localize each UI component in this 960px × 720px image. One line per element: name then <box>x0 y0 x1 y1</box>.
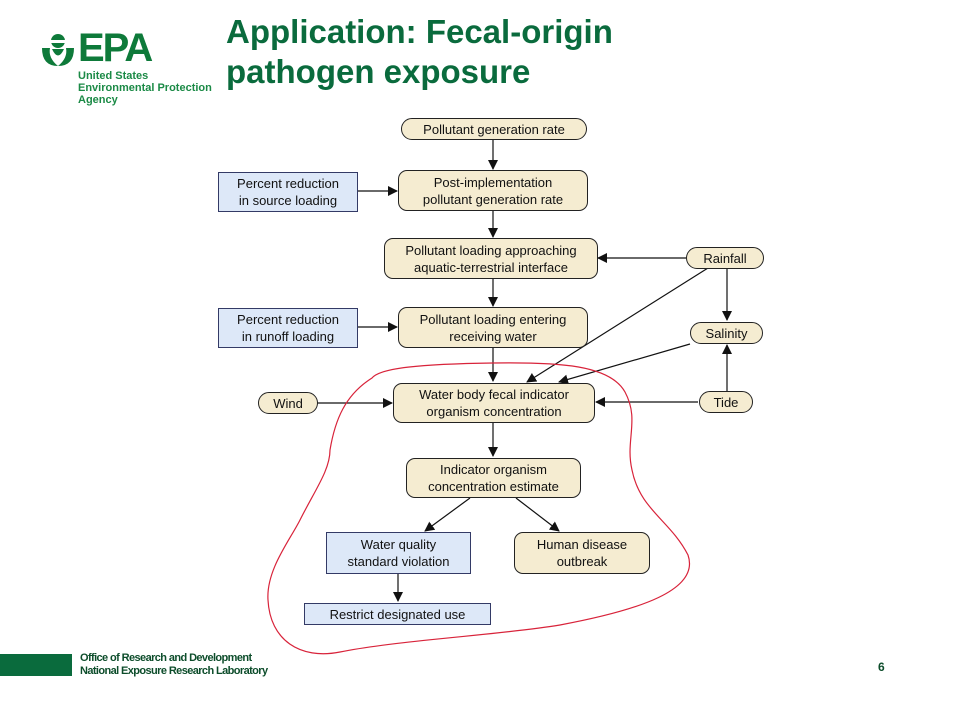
epa-flower-icon <box>42 34 74 66</box>
node-percent-reduction-source: Percent reduction in source loading <box>218 172 358 212</box>
title-line-2: pathogen exposure <box>226 53 531 90</box>
node-water-body-concentration: Water body fecal indicator organism conc… <box>393 383 595 423</box>
edge-estimate-to-wq <box>424 497 471 532</box>
edge-salinity-to-waterbody <box>558 343 691 385</box>
footer-bar <box>0 654 72 676</box>
edge-rainfall-to-waterbody <box>526 267 709 383</box>
node-percent-reduction-runoff: Percent reduction in runoff loading <box>218 308 358 348</box>
epa-logo: EPA United States Environmental Protecti… <box>40 26 220 107</box>
page-number: 6 <box>878 660 885 674</box>
node-salinity: Salinity <box>690 322 763 344</box>
node-pollutant-generation-rate: Pollutant generation rate <box>401 118 587 140</box>
logo-agency-name: United States Environmental Protection A… <box>78 70 212 106</box>
logo-line-3: Agency <box>78 94 118 106</box>
node-tide: Tide <box>699 391 753 413</box>
node-post-implementation: Post-implementation pollutant generation… <box>398 170 588 211</box>
node-pollutant-loading-approaching: Pollutant loading approaching aquatic-te… <box>384 238 598 279</box>
footer-line-2: National Exposure Research Laboratory <box>80 665 268 677</box>
node-human-disease-outbreak: Human disease outbreak <box>514 532 650 574</box>
node-rainfall: Rainfall <box>686 247 764 269</box>
slide-title: Application: Fecal-origin pathogen expos… <box>226 12 613 92</box>
highlight-outline <box>267 362 691 655</box>
edge-estimate-to-outbreak <box>515 497 560 532</box>
logo-line-2: Environmental Protection <box>78 82 212 94</box>
footer-text: Office of Research and Development Natio… <box>80 652 268 678</box>
node-restrict-designated-use: Restrict designated use <box>304 603 491 625</box>
node-indicator-estimate: Indicator organism concentration estimat… <box>406 458 581 498</box>
node-water-quality-violation: Water quality standard violation <box>326 532 471 574</box>
node-pollutant-loading-entering: Pollutant loading entering receiving wat… <box>398 307 588 348</box>
title-line-1: Application: Fecal-origin <box>226 13 613 50</box>
node-wind: Wind <box>258 392 318 414</box>
logo-line-1: United States <box>78 70 149 82</box>
footer-line-1: Office of Research and Development <box>80 652 252 664</box>
logo-abbr: EPA <box>78 26 153 70</box>
